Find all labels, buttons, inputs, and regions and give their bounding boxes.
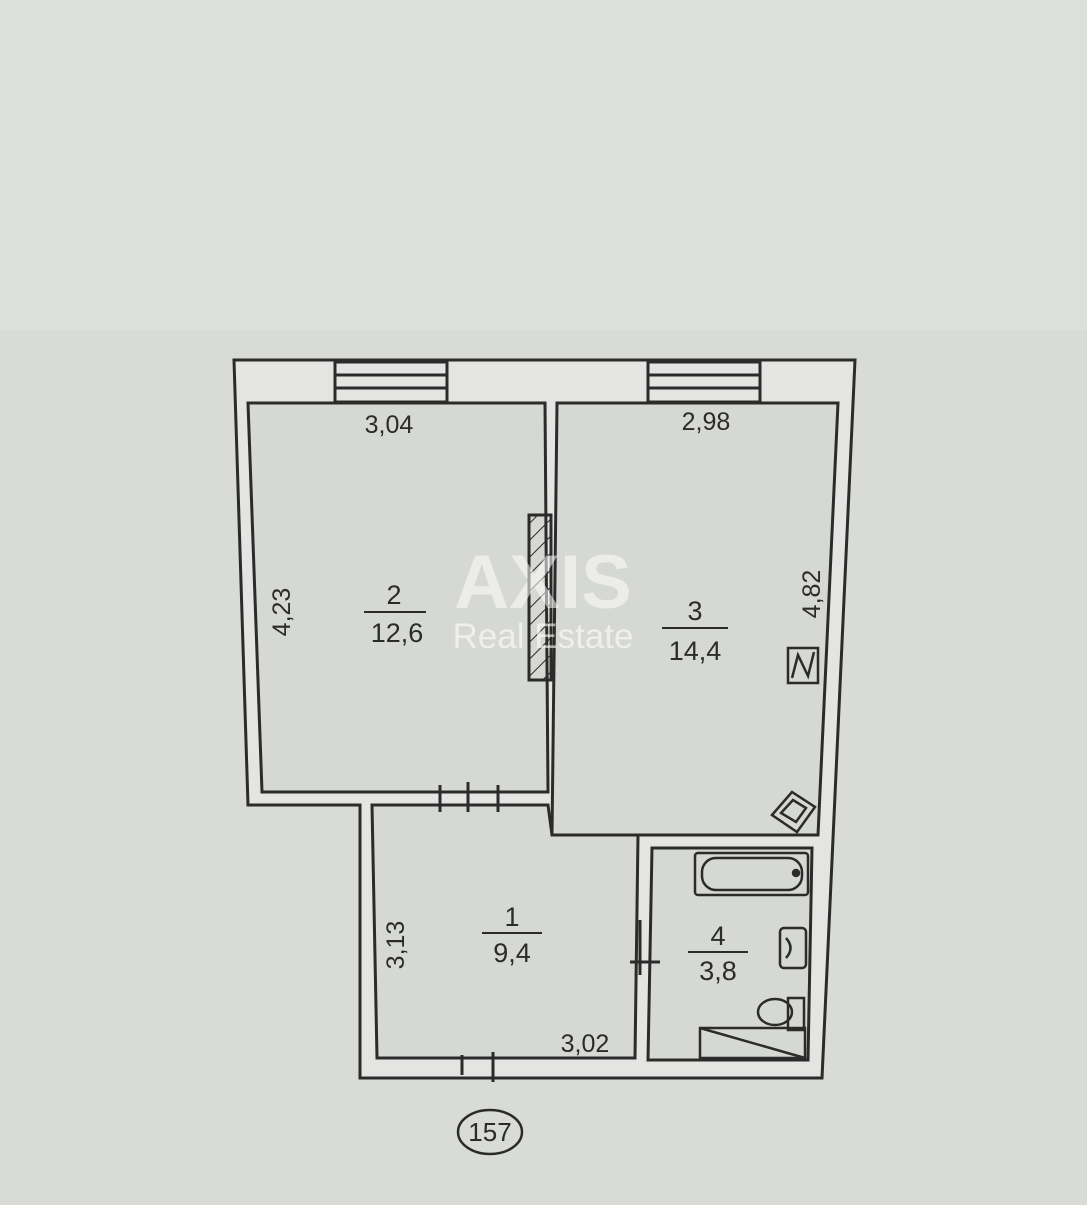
washbasin-icon <box>778 926 808 970</box>
room-4-label: 4 3,8 <box>688 921 748 986</box>
bathtub-icon <box>693 851 810 897</box>
door-room-2 <box>438 782 500 812</box>
room-4-area: 3,8 <box>699 956 737 986</box>
room-3-label: 3 14,4 <box>662 596 728 666</box>
room-3-number: 3 <box>687 596 702 626</box>
kitchen-sink-icon <box>770 790 817 834</box>
ventilation-shaft-icon <box>786 646 820 685</box>
door-room-4 <box>630 920 660 975</box>
room-2-label: 2 12,6 <box>364 580 426 648</box>
window-room-3 <box>646 360 762 404</box>
room-1-number: 1 <box>504 902 519 932</box>
hatched-partition <box>527 513 553 682</box>
watermark: AXIS Real Estate <box>453 540 634 656</box>
plan-number: 157 <box>468 1117 511 1147</box>
dimension-room-3-height: 4,82 <box>798 570 826 619</box>
room-2-number: 2 <box>386 580 401 610</box>
watermark-brand: AXIS <box>454 540 631 625</box>
floor-tray-icon <box>698 1026 807 1060</box>
room-4-number: 4 <box>710 921 725 951</box>
watermark-tagline: Real Estate <box>453 617 634 656</box>
room-4-outline <box>646 846 814 1062</box>
dimension-room-2-width: 3,04 <box>365 411 414 439</box>
room-1-area: 9,4 <box>493 938 531 968</box>
dimension-room-1-height: 3,13 <box>382 921 410 970</box>
toilet-icon <box>756 996 806 1032</box>
dimension-room-2-height: 4,23 <box>268 588 296 637</box>
room-3-area: 14,4 <box>669 636 722 666</box>
dimension-room-3-width: 2,98 <box>682 408 731 436</box>
room-1-label: 1 9,4 <box>482 902 542 968</box>
plan-number-marker: 157 <box>456 1108 524 1156</box>
entrance-door <box>460 1052 495 1082</box>
window-room-2 <box>333 360 449 404</box>
paper-top-shade <box>0 0 1087 330</box>
dimension-room-1-width: 3,02 <box>561 1030 610 1058</box>
room-2-area: 12,6 <box>371 618 424 648</box>
